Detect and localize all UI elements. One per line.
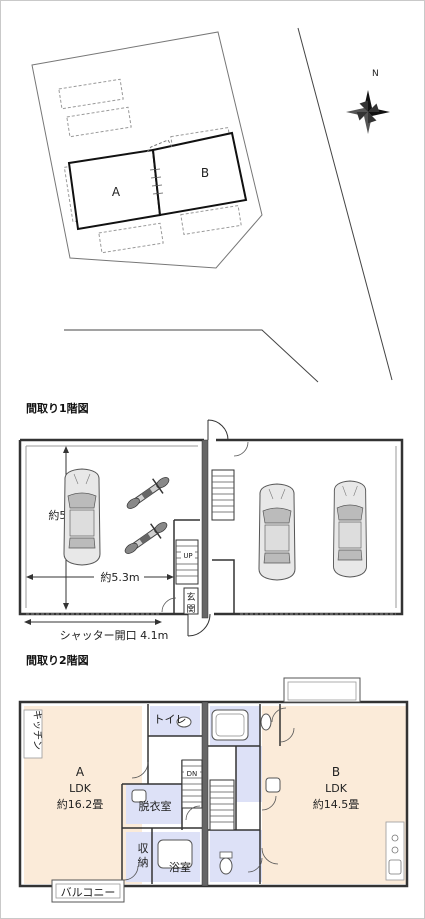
kitchen-label: キッチン xyxy=(31,710,43,750)
stair-up-label: UP xyxy=(183,552,192,560)
toilet-label: トイレ xyxy=(154,713,187,726)
genkan-label-top: 玄 xyxy=(186,591,195,603)
unit-b-type: LDK xyxy=(325,782,348,795)
site-unit-b-label: B xyxy=(201,166,209,180)
shutter-width-label: シャッター開口 4.1m xyxy=(60,629,169,642)
storage-label-bottom: 納 xyxy=(138,856,149,869)
car-icon-b2 xyxy=(332,480,368,578)
north-arrow-icon: N xyxy=(346,69,390,134)
unit-a-type: LDK xyxy=(69,782,92,795)
genkan-label-bottom: 関 xyxy=(186,604,195,615)
site-unit-a-label: A xyxy=(112,185,121,199)
floor2-plan: DN xyxy=(18,677,409,903)
unit-b-size: 約14.5畳 xyxy=(313,797,360,811)
site-plan: A B xyxy=(31,27,393,383)
north-label: N xyxy=(372,69,379,79)
bathroom-label: 浴室 xyxy=(169,860,191,874)
storage-label-top: 収 xyxy=(138,842,149,855)
dim-width-label: 約5.3m xyxy=(100,570,139,584)
floor1-heading: 間取り1階図 xyxy=(26,401,89,415)
stair-down-label: DN xyxy=(187,770,198,778)
unit-a-size: 約16.2畳 xyxy=(57,797,104,811)
car-icon-b1 xyxy=(258,483,296,581)
car-icon-a xyxy=(63,468,101,566)
floor2-heading: 間取り2階図 xyxy=(26,653,89,667)
motorcycle-icon-1 xyxy=(121,470,175,516)
balcony-label: バルコニー xyxy=(61,886,116,899)
unit-a-name: A xyxy=(76,765,85,779)
motorcycle-icon-2 xyxy=(119,515,173,561)
site-houses xyxy=(67,131,248,231)
dressing-room-label: 脱衣室 xyxy=(139,799,172,813)
unit-b-name: B xyxy=(332,765,340,779)
